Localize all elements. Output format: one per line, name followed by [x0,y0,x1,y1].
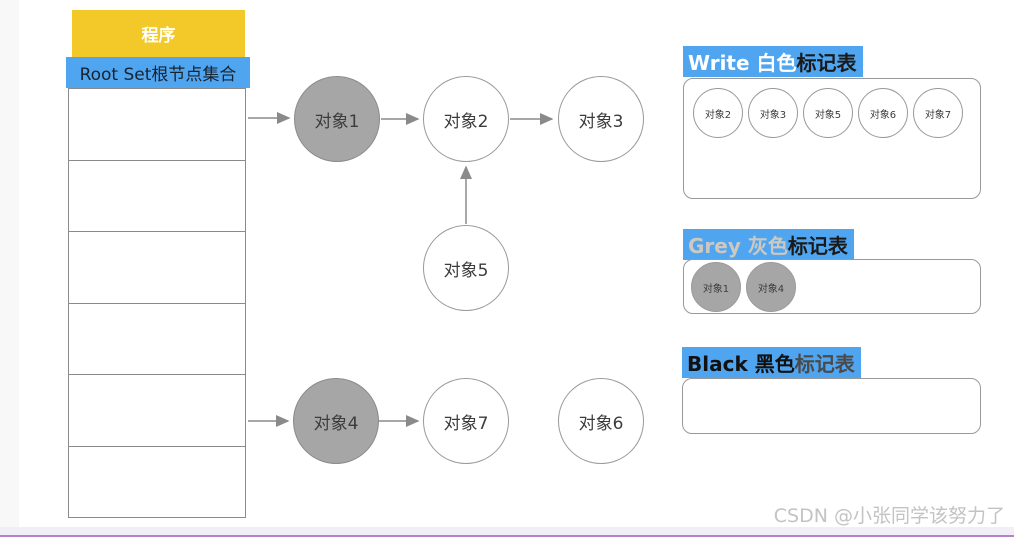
stack-row [69,447,245,518]
node-obj5-label: 对象5 [443,260,489,281]
black-table-header: Black 黑色标记表 [682,347,861,378]
node-obj3: 对象3 [558,76,644,162]
program-header: 程序 [72,10,245,57]
bottom-divider [0,527,1014,537]
stack-row [69,161,245,232]
left-gutter [0,0,19,537]
stack-row [69,232,245,304]
node-obj7-label: 对象7 [443,413,489,434]
node-obj6-label: 对象6 [578,413,624,434]
mini-node-label: 对象7 [924,109,952,121]
black-table-header-highlight: Black 黑色 [687,352,795,376]
mini-node-label: 对象4 [757,283,785,295]
mini-node-label: 对象3 [759,109,787,121]
csdn-watermark: CSDN @小张同学该努力了 [773,505,1005,527]
node-obj7: 对象7 [423,378,509,464]
root-set-label: Root Set根节点集合 [66,57,250,88]
white-table-item-obj3: 对象3 [748,88,798,138]
root-set-stack [68,88,246,518]
node-obj3-label: 对象3 [578,111,624,132]
node-obj2: 对象2 [423,76,509,162]
grey-table-header-highlight: Grey 灰色 [688,234,788,258]
white-table-item-obj5: 对象5 [803,88,853,138]
node-obj1-label: 对象1 [314,111,360,132]
white-table-item-obj2: 对象2 [693,88,743,138]
grey-table-item-obj4: 对象4 [746,262,796,312]
node-obj2-label: 对象2 [443,111,489,132]
black-table-box [682,378,981,434]
white-table-header: Write 白色标记表 [683,46,863,77]
node-obj4: 对象4 [293,378,379,464]
grey-table-header-suffix: 标记表 [787,234,848,258]
node-obj6: 对象6 [558,378,644,464]
black-table-header-suffix: 标记表 [794,352,855,376]
node-obj5: 对象5 [423,225,509,311]
white-table-item-obj7: 对象7 [913,88,963,138]
node-obj4-label: 对象4 [313,413,359,434]
grey-table-item-obj1: 对象1 [691,262,741,312]
stack-row [69,304,245,375]
mini-node-label: 对象1 [702,283,730,295]
white-table-header-suffix: 标记表 [796,51,857,75]
mini-node-label: 对象6 [869,109,897,121]
stack-row [69,89,245,161]
stack-row [69,375,245,447]
node-obj1: 对象1 [294,76,380,162]
white-table-item-obj6: 对象6 [858,88,908,138]
mini-node-label: 对象5 [814,109,842,121]
grey-table-header: Grey 灰色标记表 [683,229,854,260]
white-table-header-highlight: Write 白色 [688,51,797,75]
mini-node-label: 对象2 [704,109,732,121]
